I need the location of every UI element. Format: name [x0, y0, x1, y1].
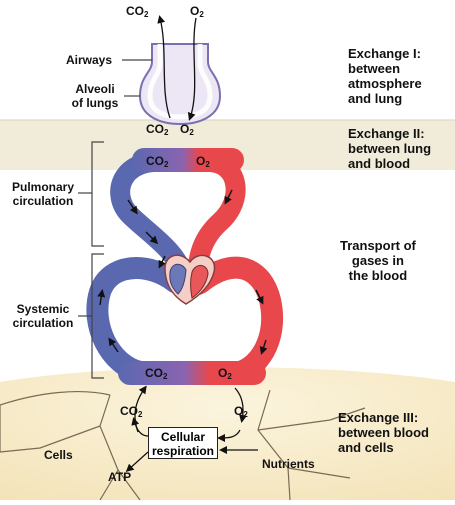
- systemic-capillary: [118, 361, 266, 385]
- co2-cells-label: CO2: [120, 404, 143, 419]
- exchange-1-label: Exchange I: between atmosphere and lung: [348, 46, 422, 106]
- atp-pointer: [125, 451, 149, 473]
- heart: [164, 254, 216, 305]
- o2-atmosphere-label: O2: [190, 4, 204, 19]
- transport-label: Transport of gases in the blood: [340, 238, 416, 283]
- cells-background: [0, 367, 455, 500]
- o2-alveolus-label: O2: [180, 122, 194, 137]
- flow-arrows: [97, 189, 268, 355]
- pulmonary-bracket: [91, 141, 104, 247]
- respiration-to-co2-arrow: [131, 417, 149, 437]
- alveoli-label: Alveoli of lungs: [71, 82, 119, 110]
- co2-atmosphere-label: CO2: [126, 4, 149, 19]
- nutrients-label: Nutrients: [262, 457, 315, 471]
- o2-systemic-label: O2: [218, 366, 232, 381]
- pulmonary-circulation-label: Pulmonary circulation: [11, 180, 74, 208]
- o2-to-cells-arrow: [234, 387, 247, 423]
- systemic-circulation-label: Systemic circulation: [12, 302, 74, 330]
- atp-label: ATP: [108, 470, 132, 484]
- o2-cells-label: O2: [234, 404, 248, 419]
- co2-pulmonary-label: CO2: [146, 154, 169, 169]
- airways-label: Airways: [66, 53, 113, 67]
- exchange-2-label: Exchange II: between lung and blood: [348, 126, 432, 171]
- co2-systemic-label: CO2: [145, 366, 168, 381]
- systemic-vein: [86, 257, 186, 383]
- co2-exhale-arrow: [157, 15, 171, 119]
- co2-alveolus-label: CO2: [146, 122, 169, 137]
- exchange-3-label: Exchange III: between blood and cells: [338, 410, 429, 455]
- systemic-artery: [189, 256, 284, 383]
- cells-label: Cells: [44, 448, 73, 462]
- pulmonary-capillary: [132, 148, 244, 172]
- cell-borders: [0, 389, 366, 501]
- o2-to-respiration-arrow: [217, 429, 241, 442]
- cellular-respiration-box: Cellular respiration: [148, 427, 218, 459]
- o2-inhale-arrow: [187, 17, 197, 121]
- o2-pulmonary-label: O2: [196, 154, 210, 169]
